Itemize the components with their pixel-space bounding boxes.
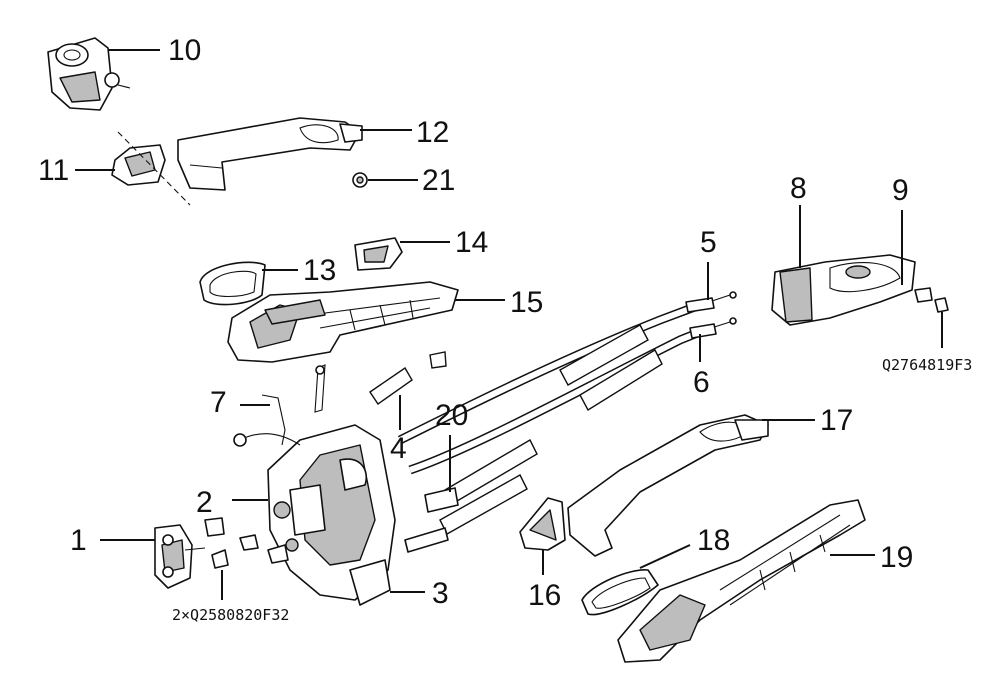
small-gasket-part <box>354 237 403 271</box>
leader-line-18 <box>639 544 691 569</box>
escutcheon-cap-part <box>111 131 191 206</box>
callout-3: 3 <box>432 577 449 610</box>
callout-17: 17 <box>820 404 853 437</box>
cable-assembly-part <box>337 291 737 543</box>
callout-5: 5 <box>700 226 717 259</box>
callout-12: 12 <box>416 116 449 149</box>
striker-part <box>154 524 206 589</box>
handle-frame-part <box>227 281 459 363</box>
screw-code-right: Q2764819F3 <box>882 356 972 374</box>
grommet-part <box>352 172 368 188</box>
handle-cap-part <box>519 497 566 551</box>
outer-handle-part <box>567 414 769 557</box>
screw-code-left: 2×Q2580820F32 <box>172 606 289 624</box>
large-gasket-part <box>199 261 266 306</box>
callout-4: 4 <box>390 432 407 465</box>
callout-21: 21 <box>422 164 455 197</box>
callout-16: 16 <box>528 579 561 612</box>
cable-connector-part <box>404 487 459 553</box>
door-latch-body-part <box>233 364 396 606</box>
callout-13: 13 <box>303 254 336 287</box>
callout-1: 1 <box>70 524 87 557</box>
lock-cylinder-part <box>47 37 131 111</box>
callout-14: 14 <box>455 226 488 259</box>
rod-part <box>261 394 286 446</box>
callout-8: 8 <box>790 172 807 205</box>
outer-handle-frame-part <box>617 499 866 663</box>
callout-18: 18 <box>697 524 730 557</box>
callout-20: 20 <box>435 399 468 432</box>
callout-15: 15 <box>510 286 543 319</box>
outer-gasket-part <box>581 569 659 616</box>
callout-2: 2 <box>196 486 213 519</box>
callout-7: 7 <box>210 386 227 419</box>
callout-19: 19 <box>880 541 913 574</box>
callout-10: 10 <box>168 34 201 67</box>
screw-right-part <box>934 297 949 313</box>
callout-6: 6 <box>693 366 710 399</box>
callout-11: 11 <box>38 154 69 187</box>
outside-handle-part <box>177 117 363 191</box>
callout-9: 9 <box>892 174 909 207</box>
inside-handle-part <box>771 254 933 326</box>
screws-group <box>204 517 289 569</box>
